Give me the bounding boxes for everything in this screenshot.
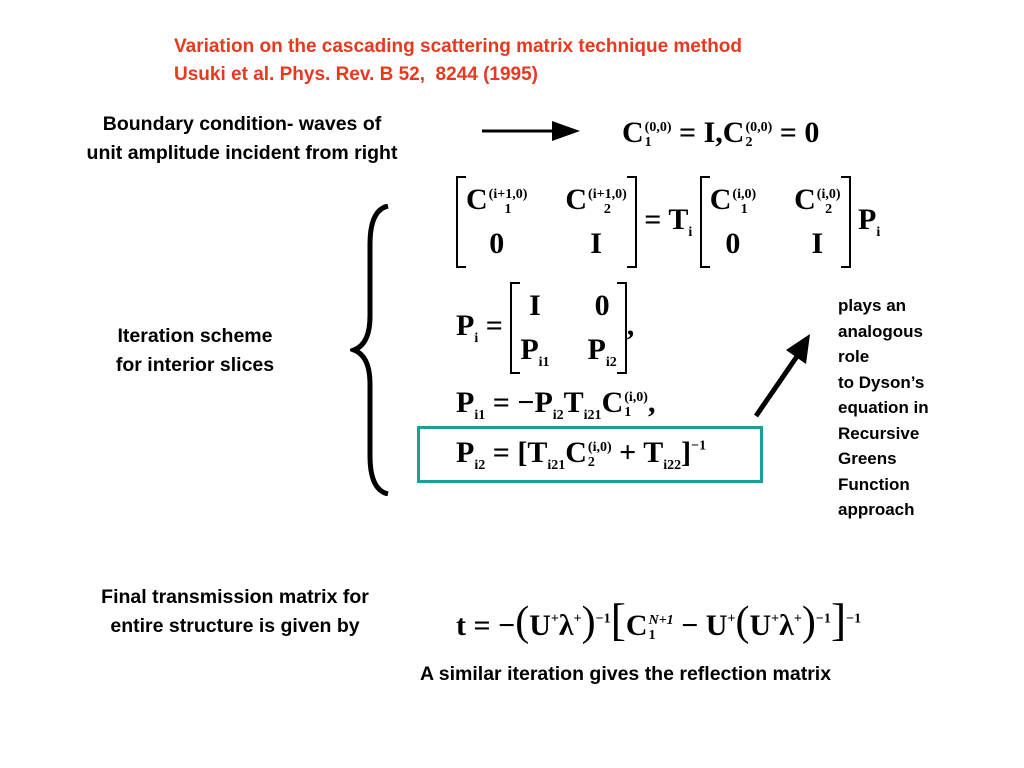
iteration-label-line-1: Iteration scheme	[117, 325, 273, 347]
sub-i: i	[688, 224, 693, 240]
highlight-box	[417, 426, 763, 483]
header-line-2: Usuki et al. Phys. Rev. B 52, 8244 (1995…	[174, 64, 539, 85]
symbol-P: P	[456, 308, 475, 342]
header-line-1: Variation on the cascading scattering ma…	[174, 36, 743, 57]
cell-I: I	[811, 227, 824, 260]
matrix-update-equation: C(i+1,0)1 C(i+1,0)2 0 I = Ti C(i,0)1 C(i…	[456, 176, 880, 268]
cell-zero: 0	[489, 227, 505, 260]
cell-Pi2: Pi2	[587, 333, 617, 370]
cell-C1: C(i+1,0)1	[466, 183, 528, 218]
diagonal-arrow-icon	[753, 334, 810, 418]
matrix-left: C(i+1,0)1 C(i+1,0)2 0 I	[456, 176, 637, 268]
pi1-equation: Pi1 = −Pi2Ti21C(i,0)1,	[456, 386, 656, 423]
reflection-note: A similar iteration gives the reflection…	[420, 663, 832, 685]
cell-I: I	[529, 289, 541, 322]
minus-sign: −	[498, 609, 516, 642]
equals-sign: =	[779, 116, 797, 149]
final-label-line-1: Final transmission matrix for	[101, 586, 369, 608]
pi-definition-equation: Pi = I 0 Pi1 Pi2 ,	[456, 282, 634, 374]
equals-sign: =	[679, 116, 697, 149]
cell-zero: 0	[725, 227, 741, 260]
left-brace-icon	[350, 204, 389, 496]
sub-i: i	[474, 330, 479, 346]
cell-C1: C(i,0)1	[709, 183, 757, 218]
cell-C2: C(i+1,0)2	[565, 183, 627, 218]
sub-i: i	[876, 224, 881, 240]
cell-Pi1: Pi1	[520, 333, 550, 370]
boundary-label-line-1: Boundary condition- waves of	[102, 113, 382, 135]
final-label-line-2: entire structure is given by	[110, 615, 360, 637]
equals-sign: =	[492, 386, 510, 419]
iteration-label-line-2: for interior slices	[115, 354, 275, 376]
sup-00: (0,0)	[745, 120, 773, 136]
symbol-I: I	[703, 116, 716, 149]
comma: ,	[715, 116, 723, 149]
boundary-equation: C(0,0)1 = I,C(0,0)2 = 0	[622, 116, 820, 151]
pi-matrix: I 0 Pi1 Pi2	[510, 282, 628, 374]
sup-00: (0,0)	[644, 120, 672, 136]
citation-header: Variation on the cascading scattering ma…	[174, 33, 742, 89]
sub-1: 1	[644, 135, 652, 151]
pi2-equation: Pi2 = [Ti21C(i,0)2 + Ti22]−1	[456, 436, 707, 473]
boundary-label-line-2: unit amplitude incident from right	[86, 142, 398, 164]
equals-sign: =	[644, 202, 662, 236]
equals-sign: =	[492, 436, 510, 469]
symbol-T: T	[668, 202, 689, 236]
matrix-right: C(i,0)1 C(i,0)2 0 I	[699, 176, 851, 268]
iteration-label: Iteration scheme for interior slices	[80, 322, 310, 380]
symbol-P: P	[858, 202, 877, 236]
dyson-note: plays an analogous role to Dyson’s equat…	[838, 296, 929, 519]
sub-2: 2	[745, 135, 753, 151]
cell-C2: C(i,0)2	[794, 183, 841, 218]
symbol-zero: 0	[804, 116, 820, 149]
symbol-C: C	[622, 116, 644, 149]
plus-sign: +	[619, 436, 637, 469]
minus-sign: −	[681, 609, 699, 642]
symbol-t: t	[456, 609, 466, 642]
equals-sign: =	[473, 609, 491, 642]
right-arrow-icon	[482, 121, 580, 141]
symbol-C: C	[722, 116, 745, 149]
cell-I: I	[590, 227, 602, 260]
comma: ,	[626, 308, 635, 342]
minus-sign: −	[517, 386, 535, 419]
equals-sign: =	[485, 308, 503, 342]
final-transmission-label: Final transmission matrix for entire str…	[40, 583, 430, 641]
cell-zero: 0	[594, 289, 610, 322]
boundary-label: Boundary condition- waves of unit amplit…	[46, 110, 438, 168]
